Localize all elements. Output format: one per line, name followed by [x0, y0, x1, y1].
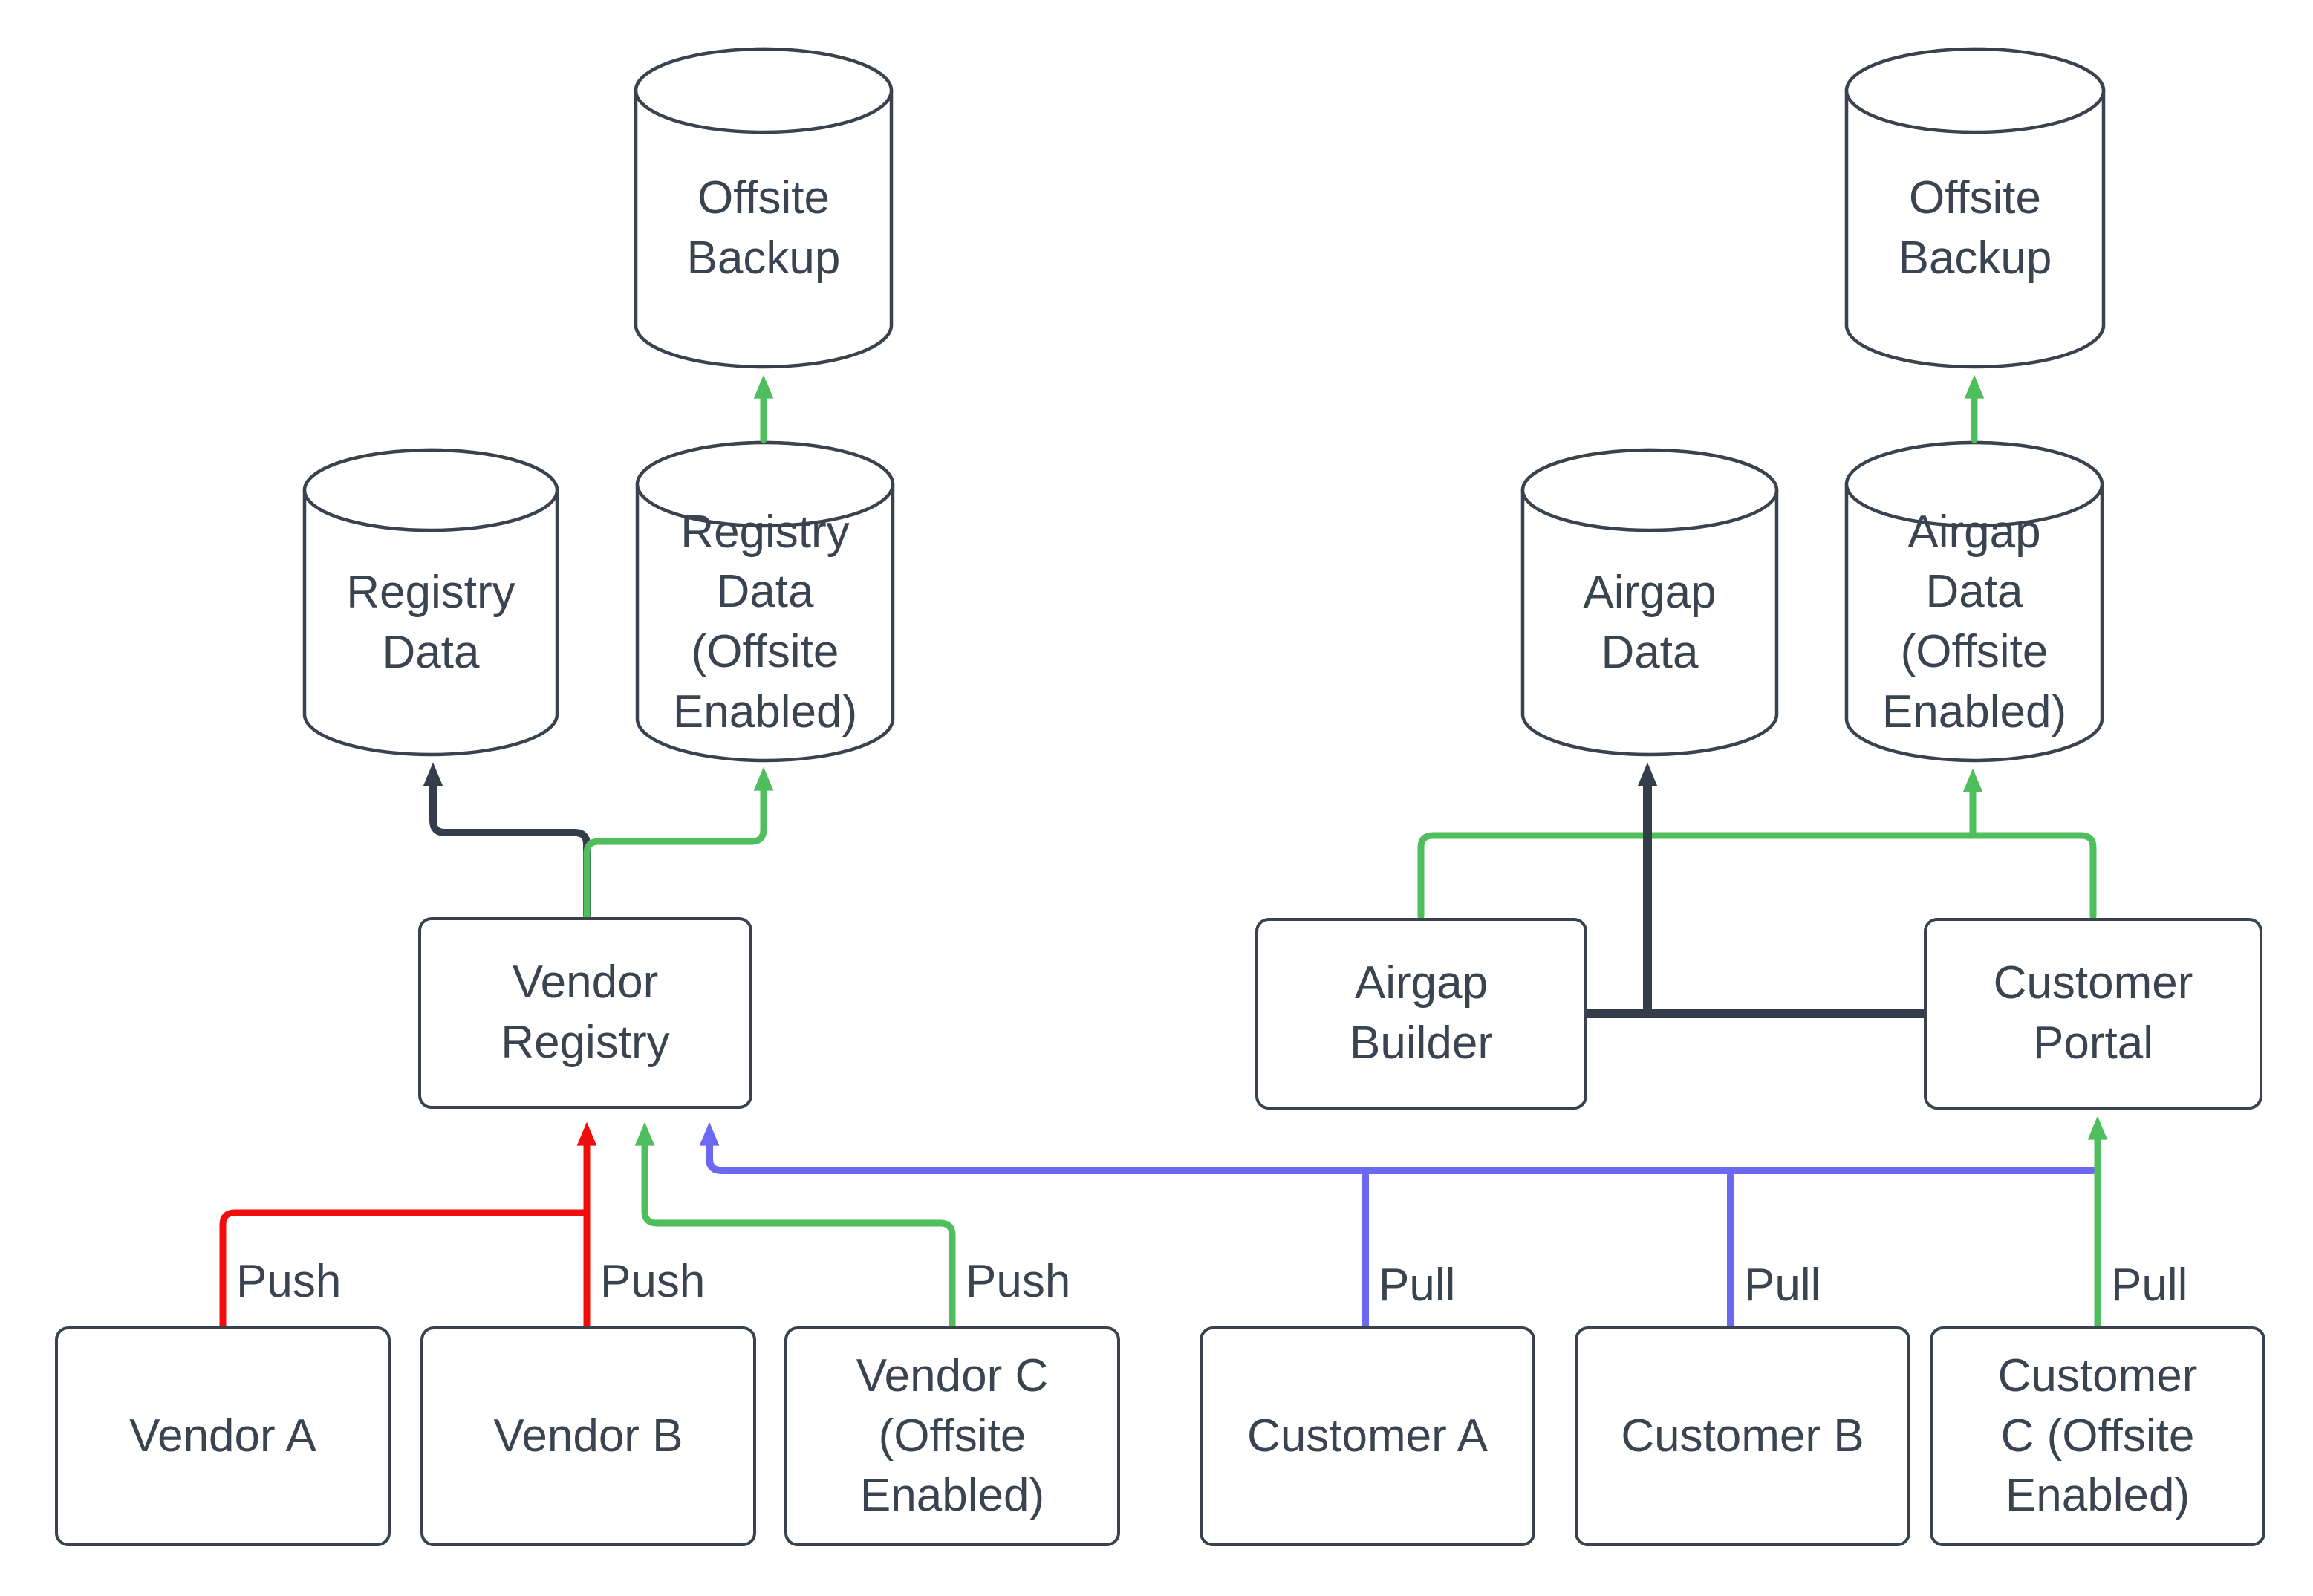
cylinder-airgap-data	[1520, 448, 1779, 757]
node-customer-b: Customer B	[1575, 1326, 1910, 1546]
node-label: Customer Portal	[1993, 957, 2193, 1069]
edge-label-push-vendor-c: Push	[966, 1256, 1071, 1307]
edge-label-pull-customer-c: Pull	[2111, 1260, 2188, 1311]
node-vendor-b: Vendor B	[420, 1326, 756, 1546]
node-label: Vendor C (Offsite Enabled)	[856, 1350, 1049, 1522]
edge-label-push-vendor-a: Push	[236, 1256, 342, 1307]
node-airgap-builder: Airgap Builder	[1255, 918, 1587, 1110]
edge-vendor-a-push	[219, 1209, 588, 1330]
node-label: Vendor A	[129, 1410, 316, 1462]
node-label: Vendor B	[493, 1410, 683, 1462]
edge-vendor-c-push	[634, 1121, 956, 1330]
edge-label-pull-customer-a: Pull	[1379, 1260, 1456, 1311]
node-vendor-c: Vendor C (Offsite Enabled)	[784, 1326, 1120, 1546]
cylinder-registry-data	[302, 448, 559, 757]
node-vendor-a: Vendor A	[55, 1326, 391, 1546]
edge-airgap-builder-to-customer-portal	[1417, 832, 2097, 920]
cylinder-offsite-backup-right	[1844, 47, 2106, 369]
node-label: Airgap Builder	[1350, 957, 1493, 1069]
edge-vendor-registry-to-registry-data	[423, 762, 591, 919]
edge-label-push-vendor-b: Push	[600, 1256, 706, 1307]
node-customer-a: Customer A	[1200, 1326, 1535, 1546]
edge-vendor-registry-to-registry-data-offsite	[583, 766, 774, 919]
node-label: Customer C (Offsite Enabled)	[1997, 1350, 2198, 1522]
node-customer-portal: Customer Portal	[1924, 918, 2262, 1110]
cylinder-offsite-backup-left	[634, 47, 894, 369]
node-customer-c: Customer C (Offsite Enabled)	[1930, 1326, 2265, 1546]
cylinder-airgap-data-offsite	[1844, 440, 2104, 763]
edge-label-pull-customer-b: Pull	[1744, 1260, 1821, 1311]
cylinder-registry-data-offsite	[635, 440, 895, 763]
edge-customers-pull	[699, 1121, 2097, 1174]
node-vendor-registry: Vendor Registry	[418, 917, 752, 1109]
node-label: Customer B	[1621, 1410, 1864, 1462]
node-label: Customer A	[1247, 1410, 1488, 1462]
node-label: Vendor Registry	[501, 957, 670, 1068]
